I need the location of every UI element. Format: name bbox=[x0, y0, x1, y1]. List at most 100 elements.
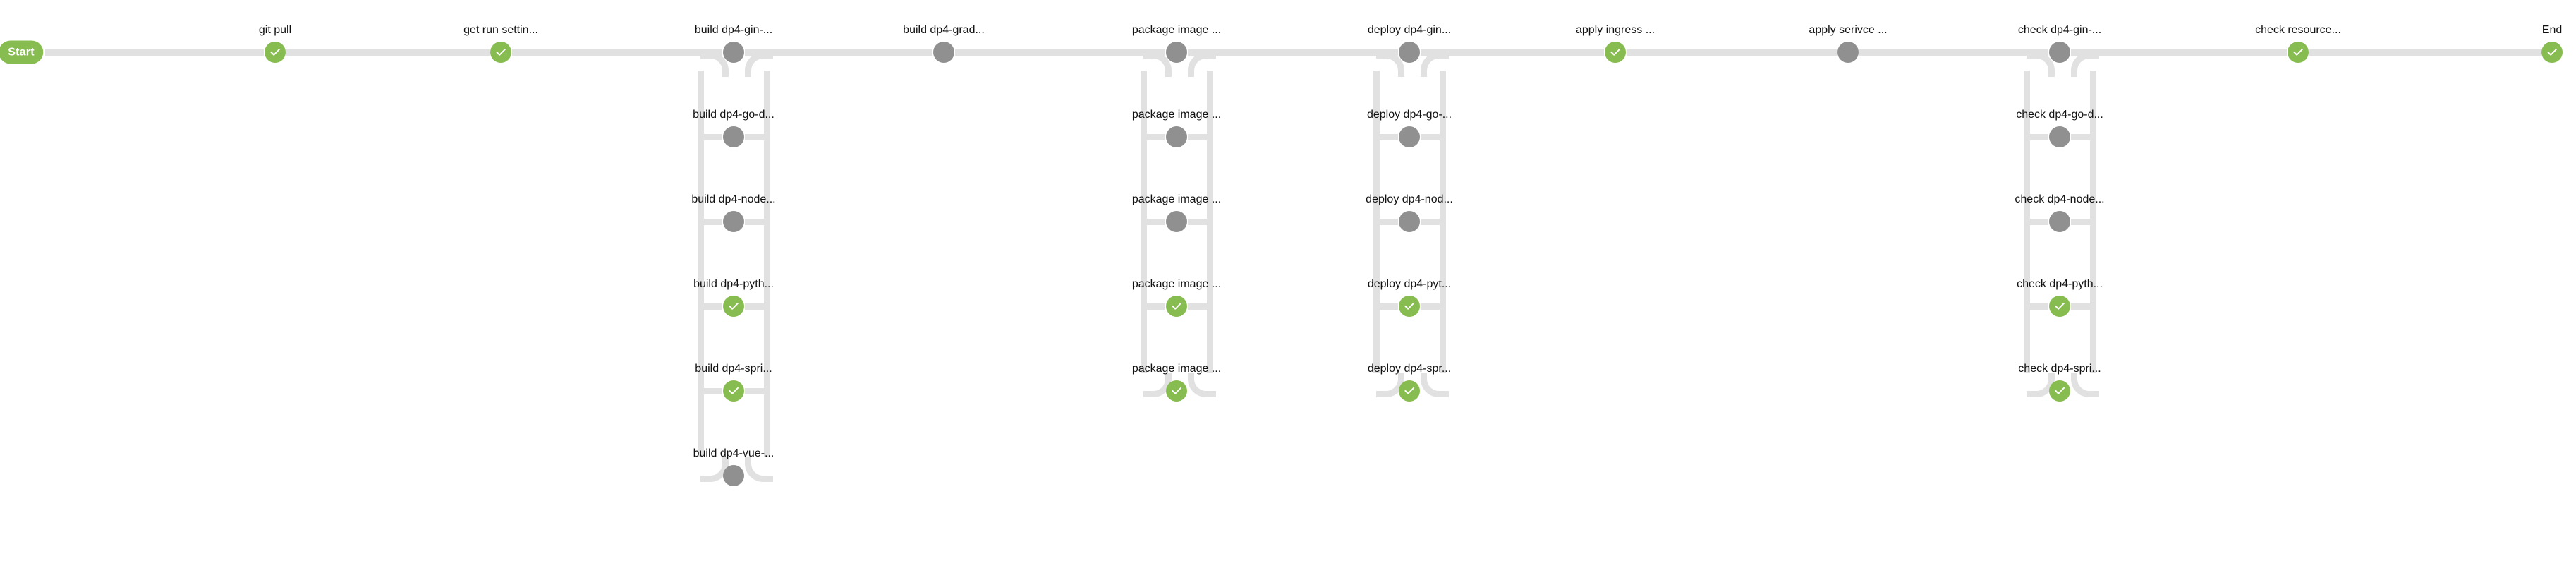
edge-row-stub bbox=[1376, 218, 1398, 225]
status-pending-icon[interactable] bbox=[723, 465, 744, 486]
edge-row-stub bbox=[1188, 133, 1210, 140]
node-label: get run settin... bbox=[463, 24, 538, 36]
status-check-icon[interactable] bbox=[2049, 380, 2070, 402]
node-check-0[interactable]: check dp4-gin-... bbox=[2018, 25, 2101, 63]
edge-merge-vertical bbox=[1439, 71, 1446, 373]
edge-row-stub bbox=[2071, 303, 2093, 310]
edge-spine bbox=[45, 49, 264, 56]
status-pending-icon[interactable] bbox=[1837, 42, 1859, 63]
status-pending-icon[interactable] bbox=[1166, 211, 1187, 232]
node-build-apps-1[interactable]: build dp4-go-d... bbox=[693, 109, 774, 147]
node-deploy-1[interactable]: deploy dp4-go-... bbox=[1367, 109, 1452, 147]
edge-corner-bl bbox=[745, 457, 773, 482]
edge-row-stub bbox=[2027, 133, 2048, 140]
edge-row-stub bbox=[1143, 218, 1165, 225]
status-check-icon[interactable] bbox=[723, 296, 744, 317]
node-build-apps-4[interactable]: build dp4-spri... bbox=[695, 363, 772, 402]
edge-row-stub bbox=[2071, 133, 2093, 140]
edge-spine bbox=[1421, 49, 1604, 56]
status-pending-icon[interactable] bbox=[723, 42, 744, 63]
node-check-4[interactable]: check dp4-spri... bbox=[2018, 363, 2101, 402]
edge-row-stub bbox=[745, 218, 767, 225]
edge-row-stub bbox=[745, 387, 767, 394]
node-deploy-4[interactable]: deploy dp4-spr... bbox=[1368, 363, 1451, 402]
node-package-image-3[interactable]: package image ... bbox=[1132, 279, 1221, 317]
node-apply-service-0[interactable]: apply serivce ... bbox=[1809, 25, 1888, 63]
edge-row-stub bbox=[2027, 218, 2048, 225]
node-label: check dp4-gin-... bbox=[2017, 24, 2102, 36]
edge-row-stub bbox=[1188, 303, 1210, 310]
node-check-resource-0[interactable]: check resource... bbox=[2255, 25, 2341, 63]
node-deploy-2[interactable]: deploy dp4-nod... bbox=[1366, 194, 1453, 232]
status-check-icon[interactable] bbox=[1399, 380, 1420, 402]
start-button[interactable]: Start bbox=[0, 40, 44, 64]
node-package-image-2[interactable]: package image ... bbox=[1132, 194, 1221, 232]
status-pending-icon[interactable] bbox=[1166, 42, 1187, 63]
edge-spine bbox=[955, 49, 1165, 56]
edge-row-stub bbox=[1143, 303, 1165, 310]
status-check-icon[interactable] bbox=[1166, 380, 1187, 402]
node-label: build dp4-node... bbox=[691, 193, 776, 205]
node-build-apps-5[interactable]: build dp4-vue-... bbox=[693, 448, 774, 486]
node-start[interactable]: Start bbox=[0, 40, 44, 64]
status-check-icon[interactable] bbox=[1399, 296, 1420, 317]
status-check-icon[interactable] bbox=[2288, 42, 2309, 63]
status-pending-icon[interactable] bbox=[2049, 42, 2070, 63]
status-pending-icon[interactable] bbox=[723, 211, 744, 232]
node-package-image-1[interactable]: package image ... bbox=[1132, 109, 1221, 147]
edge-spine bbox=[1188, 49, 1398, 56]
edge-row-stub bbox=[2071, 218, 2093, 225]
node-deploy-0[interactable]: deploy dp4-gin... bbox=[1368, 25, 1451, 63]
node-label: build dp4-go-d... bbox=[693, 109, 774, 121]
status-pending-icon[interactable] bbox=[933, 42, 954, 63]
node-apply-ingress-0[interactable]: apply ingress ... bbox=[1576, 25, 1655, 63]
status-check-icon[interactable] bbox=[2541, 42, 2563, 63]
edge-corner-tl bbox=[745, 52, 773, 77]
node-label: build dp4-grad... bbox=[903, 24, 985, 36]
status-pending-icon[interactable] bbox=[2049, 211, 2070, 232]
node-label: deploy dp4-pyt... bbox=[1367, 278, 1452, 290]
status-pending-icon[interactable] bbox=[1166, 126, 1187, 147]
edge-row-stub bbox=[700, 387, 722, 394]
edge-corner-tr bbox=[700, 52, 729, 77]
node-check-1[interactable]: check dp4-go-d... bbox=[2016, 109, 2103, 147]
node-build-apps-2[interactable]: build dp4-node... bbox=[691, 194, 776, 232]
edge-corner-bl bbox=[1421, 373, 1449, 397]
status-check-icon[interactable] bbox=[2049, 296, 2070, 317]
node-check-2[interactable]: check dp4-node... bbox=[2015, 194, 2105, 232]
edge-spine bbox=[512, 49, 722, 56]
edge-merge-vertical bbox=[763, 71, 770, 457]
edge-corner-tr bbox=[1143, 52, 1172, 77]
node-build-apps-3[interactable]: build dp4-pyth... bbox=[693, 279, 774, 317]
status-pending-icon[interactable] bbox=[723, 126, 744, 147]
node-git-pull-0[interactable]: git pull bbox=[259, 25, 291, 63]
node-package-image-4[interactable]: package image ... bbox=[1132, 363, 1221, 402]
node-get-run-settings-0[interactable]: get run settin... bbox=[463, 25, 538, 63]
node-label: deploy dp4-go-... bbox=[1366, 109, 1452, 121]
node-check-3[interactable]: check dp4-pyth... bbox=[2017, 279, 2103, 317]
status-pending-icon[interactable] bbox=[2049, 126, 2070, 147]
edge-row-stub bbox=[2027, 303, 2048, 310]
node-build-gradle-0[interactable]: build dp4-grad... bbox=[903, 25, 985, 63]
status-pending-icon[interactable] bbox=[1399, 211, 1420, 232]
status-check-icon[interactable] bbox=[490, 42, 511, 63]
status-check-icon[interactable] bbox=[1166, 296, 1187, 317]
status-check-icon[interactable] bbox=[1605, 42, 1626, 63]
edge-corner-tl bbox=[2071, 52, 2099, 77]
node-package-image-0[interactable]: package image ... bbox=[1132, 25, 1221, 63]
edge-row-stub bbox=[1421, 218, 1442, 225]
node-end[interactable]: End bbox=[2541, 25, 2563, 63]
node-label: check resource... bbox=[2255, 24, 2341, 36]
node-label: build dp4-vue-... bbox=[693, 447, 774, 459]
edge-spine bbox=[1627, 49, 1837, 56]
edge-corner-tl bbox=[1188, 52, 1216, 77]
edge-row-stub bbox=[700, 303, 722, 310]
status-pending-icon[interactable] bbox=[1399, 126, 1420, 147]
status-check-icon[interactable] bbox=[265, 42, 286, 63]
status-pending-icon[interactable] bbox=[1399, 42, 1420, 63]
node-label: package image ... bbox=[1131, 278, 1222, 290]
status-check-icon[interactable] bbox=[723, 380, 744, 402]
node-deploy-3[interactable]: deploy dp4-pyt... bbox=[1368, 279, 1451, 317]
node-build-apps-0[interactable]: build dp4-gin-... bbox=[695, 25, 772, 63]
